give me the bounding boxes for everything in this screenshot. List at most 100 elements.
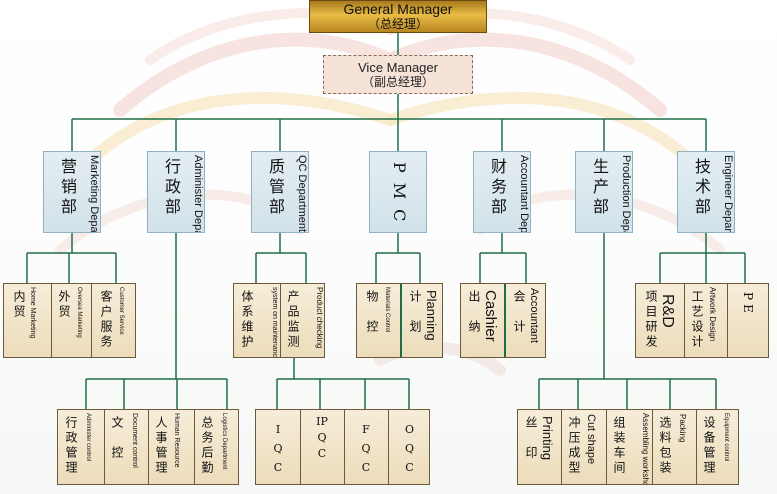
quality-check-panel: IQC IPQC FQC OQC xyxy=(255,409,430,485)
marketing-units-panel: 内贸 Home Marketing 外贸 Oversea Marketing 客… xyxy=(3,283,136,358)
unit-name-cn: 客户服务 xyxy=(99,290,113,350)
sub-unit-box: 行政管理 Administer control xyxy=(58,410,105,484)
sub-unit-box: 会计 Accountant xyxy=(504,284,545,357)
engineering-units-panel: 项目研发 R&D 工艺设计 Artwork Design PE xyxy=(635,283,769,358)
unit-name-cn: 冲压成型 xyxy=(567,416,581,476)
unit-name-en: Cut shape xyxy=(585,414,597,465)
department-accountant: 财务部 Accountant Department xyxy=(473,151,531,233)
sub-unit-box: 物控 Materials Control xyxy=(357,284,401,357)
unit-name-en: Materials Control xyxy=(384,287,390,333)
unit-name-en: Customer Service xyxy=(118,287,124,335)
vice-manager-title: Vice Manager xyxy=(358,60,438,75)
unit-name-en: Cashier xyxy=(482,290,499,342)
unit-name-en: Logistics Department xyxy=(221,413,227,470)
sub-unit-box: PE xyxy=(727,284,768,357)
department-name-en: Production Department xyxy=(620,155,632,233)
unit-name-cn: 总务后勤 xyxy=(200,416,214,476)
unit-name-cn: 文控 xyxy=(110,416,124,476)
unit-name-cn: 人事管理 xyxy=(154,416,168,476)
unit-name-cn: 物控 xyxy=(365,290,379,350)
sub-unit-box: 文控 Document control xyxy=(104,410,149,484)
unit-name-en: Equipment control xyxy=(723,413,729,462)
sub-unit-box: IQC xyxy=(256,410,301,484)
pmc-units-panel: 物控 Materials Control 计划 Planning xyxy=(356,283,443,358)
department-name-cn: 技术部 xyxy=(692,158,711,218)
production-units-panel: 丝印 Printing 冲压成型 Cut shape 组装车间 Assembli… xyxy=(517,409,739,485)
sub-unit-box: 组装车间 Assembling workshop xyxy=(606,410,653,484)
unit-name-cn: 行政管理 xyxy=(64,416,78,476)
unit-name-cn: 计划 xyxy=(408,290,422,350)
unit-name-cn: 产品监测 xyxy=(286,290,300,350)
department-name: PMC xyxy=(390,162,409,232)
unit-name: FQC xyxy=(361,423,371,474)
unit-name-cn: 设备管理 xyxy=(702,416,716,476)
unit-name-cn: 丝印 xyxy=(524,416,538,476)
qc-units-panel: 体系维护 system on maintenance 产品监测 Product … xyxy=(233,283,325,358)
sub-unit-box: 内贸 Home Marketing xyxy=(4,284,52,357)
unit-name-en: system on maintenance xyxy=(271,287,278,358)
sub-unit-box: 产品监测 Product checking xyxy=(280,284,324,357)
department-name-cn: 生产部 xyxy=(590,158,609,218)
sub-unit-box: 冲压成型 Cut shape xyxy=(561,410,607,484)
unit-name-en: Assembling workshop xyxy=(641,413,650,485)
vice-manager-title-cn: （副总经理） xyxy=(361,75,434,89)
general-manager-box: General Manager （总经理） xyxy=(309,0,487,33)
department-name-en: Accountant Department xyxy=(518,155,530,233)
unit-name-en: Human Resource xyxy=(173,413,180,468)
unit-name-cn: 工艺设计 xyxy=(690,290,704,350)
unit-name-en: Document control xyxy=(131,413,138,468)
sub-unit-box: OQC xyxy=(388,410,429,484)
department-administer: 行政部 Administer Department xyxy=(147,151,205,233)
unit-name-cn: 内贸 xyxy=(12,290,26,320)
sub-unit-box: 客户服务 Customer Service xyxy=(91,284,135,357)
unit-name-cn: 体系维护 xyxy=(240,290,254,350)
sub-unit-box: 出纳 Cashier xyxy=(461,284,505,357)
admin-units-panel: 行政管理 Administer control 文控 Document cont… xyxy=(57,409,239,485)
unit-name-en: Product checking xyxy=(315,287,324,349)
sub-unit-box: IPQC xyxy=(300,410,345,484)
general-manager-title-cn: （总经理） xyxy=(367,17,428,31)
unit-name-en: Oversea Marketing xyxy=(76,287,82,338)
unit-name-cn: 会计 xyxy=(512,290,526,350)
sub-unit-box: 外贸 Oversea Marketing xyxy=(51,284,92,357)
sub-unit-box: 计划 Planning xyxy=(400,284,442,357)
unit-name-en: Accountant xyxy=(528,288,540,344)
sub-unit-box: 项目研发 R&D xyxy=(636,284,685,357)
sub-unit-box: 体系维护 system on maintenance xyxy=(234,284,281,357)
unit-name-en: PE xyxy=(741,292,755,317)
department-marketing: 营销部 Marketing Department xyxy=(43,151,101,233)
unit-name: OQC xyxy=(404,423,415,474)
sub-unit-box: FQC xyxy=(344,410,389,484)
department-name-cn: 财务部 xyxy=(488,158,507,218)
unit-name-en: Home Marketing xyxy=(29,287,36,339)
sub-unit-box: 选料包装 Packing xyxy=(652,410,697,484)
department-engineer: 技术部 Engineer Department xyxy=(677,151,735,233)
department-name-en: QC Department xyxy=(296,155,308,233)
department-name-cn: 行政部 xyxy=(162,158,181,218)
vice-manager-box: Vice Manager （副总经理） xyxy=(323,55,473,94)
sub-unit-box: 总务后勤 Logistics Department xyxy=(194,410,238,484)
unit-name-cn: 出纳 xyxy=(467,290,481,350)
department-name-en: Marketing Department xyxy=(88,155,100,233)
department-name-en: Administer Department xyxy=(192,155,204,233)
department-qc: 质管部 QC Department xyxy=(251,151,309,233)
sub-unit-box: 工艺设计 Artwork Design xyxy=(684,284,728,357)
unit-name-cn: 组装车间 xyxy=(612,416,626,476)
unit-name-en: R&D xyxy=(659,294,676,328)
unit-name: IQC xyxy=(273,423,283,474)
department-name-cn: 营销部 xyxy=(58,158,77,218)
sub-unit-box: 丝印 Printing xyxy=(518,410,562,484)
unit-name-en: Printing xyxy=(540,416,555,461)
unit-name-en: Artwork Design xyxy=(708,287,717,342)
department-name-cn: 质管部 xyxy=(266,158,285,218)
unit-name-cn: 选料包装 xyxy=(658,416,672,476)
unit-name-en: Planning xyxy=(424,290,439,341)
sub-unit-box: 人事管理 Human Resource xyxy=(148,410,195,484)
department-name-en: Engineer Department xyxy=(722,155,734,233)
department-production: 生产部 Production Department xyxy=(575,151,633,233)
unit-name-cn: 项目研发 xyxy=(644,290,658,350)
unit-name-en: Packing xyxy=(678,414,687,443)
sub-unit-box: 设备管理 Equipment control xyxy=(696,410,738,484)
unit-name: IPQC xyxy=(316,415,328,460)
